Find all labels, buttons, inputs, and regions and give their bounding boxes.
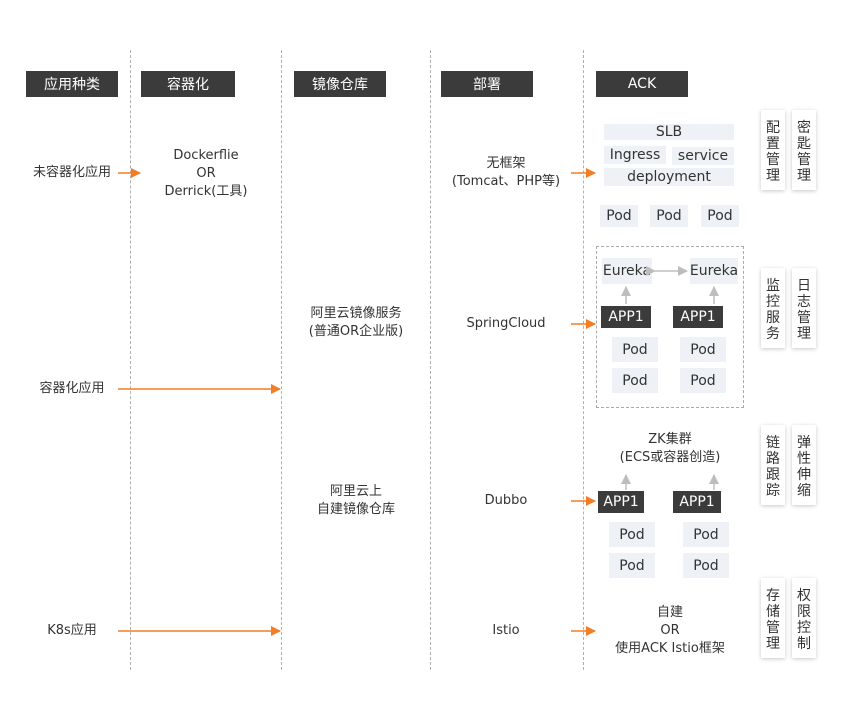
or-label: OR bbox=[196, 166, 216, 181]
deploy-springcloud: SpringCloud bbox=[441, 293, 571, 355]
deploy-istio-label: Istio bbox=[492, 623, 520, 638]
deploy-springcloud-label: SpringCloud bbox=[466, 316, 546, 331]
springcloud-group bbox=[596, 246, 744, 408]
deploy-dubbo: Dubbo bbox=[441, 470, 571, 532]
deploy-dubbo-label: Dubbo bbox=[484, 493, 528, 508]
side-log-label: 日志管理 bbox=[797, 278, 811, 342]
zk-line1: ZK集群 bbox=[648, 432, 692, 447]
side-secret: 密匙管理 bbox=[792, 110, 816, 190]
side-permission: 权限控制 bbox=[792, 578, 816, 658]
app-container-label: 容器化应用 bbox=[39, 381, 105, 396]
app-container: 容器化应用 bbox=[26, 359, 118, 419]
side-log: 日志管理 bbox=[792, 268, 816, 348]
column-divider bbox=[281, 50, 282, 670]
pod-chip: Pod bbox=[701, 205, 739, 227]
deploy-istio: Istio bbox=[441, 600, 571, 662]
registry-self-built: 阿里云上 自建镜像仓库 bbox=[291, 470, 421, 532]
deploy-no-framework-line1: 无框架 bbox=[486, 156, 526, 171]
registry-acr: 阿里云镜像服务 (普通OR企业版) bbox=[291, 292, 421, 354]
pod-chip: Pod bbox=[680, 368, 726, 393]
slb-chip: SLB bbox=[604, 124, 734, 140]
ingress-chip: Ingress bbox=[604, 146, 666, 164]
eureka-chip: Eureka bbox=[690, 258, 738, 284]
column-divider bbox=[130, 50, 131, 670]
side-trace-label: 链路跟踪 bbox=[766, 435, 780, 499]
istio-opt1: 自建 bbox=[656, 605, 683, 620]
istio-options: 自建 OR 使用ACK Istio框架 bbox=[596, 600, 744, 662]
side-trace: 链路跟踪 bbox=[761, 425, 785, 505]
dockerfile-label: Dockerflie bbox=[173, 148, 239, 163]
app-label: APP1 bbox=[673, 306, 723, 328]
containerize-card: Dockerflie OR Derrick(工具) bbox=[141, 135, 271, 213]
pod-chip: Pod bbox=[600, 205, 638, 227]
header-containerize: 容器化 bbox=[141, 71, 235, 97]
zk-line2: (ECS或容器创造) bbox=[619, 450, 721, 465]
registry-acr-line1: 阿里云镜像服务 bbox=[310, 306, 402, 321]
pod-chip: Pod bbox=[680, 337, 726, 362]
side-config-label: 配置管理 bbox=[766, 120, 780, 184]
pod-chip: Pod bbox=[609, 553, 655, 578]
side-monitor: 监控服务 bbox=[761, 268, 785, 348]
eureka-chip: Eureka bbox=[602, 258, 652, 284]
deploy-no-framework: 无框架 (Tomcat、PHP等) bbox=[441, 141, 571, 205]
pod-chip: Pod bbox=[650, 205, 688, 227]
side-storage-label: 存储管理 bbox=[766, 588, 780, 652]
app-k8s-label: K8s应用 bbox=[47, 623, 97, 638]
registry-self-line2: 自建镜像仓库 bbox=[316, 502, 395, 517]
app-label: APP1 bbox=[598, 491, 644, 513]
header-ack: ACK bbox=[596, 71, 688, 97]
zk-cluster: ZK集群 (ECS或容器创造) bbox=[596, 425, 744, 473]
app-k8s: K8s应用 bbox=[26, 600, 118, 662]
header-app-type: 应用种类 bbox=[26, 71, 118, 97]
pod-chip: Pod bbox=[683, 553, 729, 578]
derrick-label: Derrick(工具) bbox=[164, 184, 248, 199]
istio-opt2: OR bbox=[660, 623, 680, 638]
pod-chip: Pod bbox=[683, 522, 729, 547]
service-chip: service bbox=[672, 147, 734, 165]
side-elastic-label: 弹性伸缩 bbox=[797, 435, 811, 499]
deploy-no-framework-line2: (Tomcat、PHP等) bbox=[451, 174, 561, 189]
pod-chip: Pod bbox=[609, 522, 655, 547]
side-secret-label: 密匙管理 bbox=[797, 120, 811, 184]
side-elastic: 弹性伸缩 bbox=[792, 425, 816, 505]
header-registry: 镜像仓库 bbox=[294, 71, 386, 97]
column-divider bbox=[430, 50, 431, 670]
column-divider bbox=[583, 50, 584, 670]
registry-self-line1: 阿里云上 bbox=[329, 484, 382, 499]
header-deploy: 部署 bbox=[441, 71, 533, 97]
app-non-container: 未容器化应用 bbox=[26, 143, 118, 203]
deployment-chip: deployment bbox=[604, 168, 734, 186]
app-label: APP1 bbox=[673, 491, 721, 513]
pod-chip: Pod bbox=[612, 368, 658, 393]
pod-chip: Pod bbox=[612, 337, 658, 362]
app-label: APP1 bbox=[601, 306, 651, 328]
istio-opt3: 使用ACK Istio框架 bbox=[615, 641, 725, 656]
side-monitor-label: 监控服务 bbox=[766, 278, 780, 342]
side-permission-label: 权限控制 bbox=[797, 588, 811, 652]
registry-acr-line2: (普通OR企业版) bbox=[308, 324, 404, 339]
app-non-container-label: 未容器化应用 bbox=[32, 165, 111, 180]
side-storage: 存储管理 bbox=[761, 578, 785, 658]
side-config: 配置管理 bbox=[761, 110, 785, 190]
